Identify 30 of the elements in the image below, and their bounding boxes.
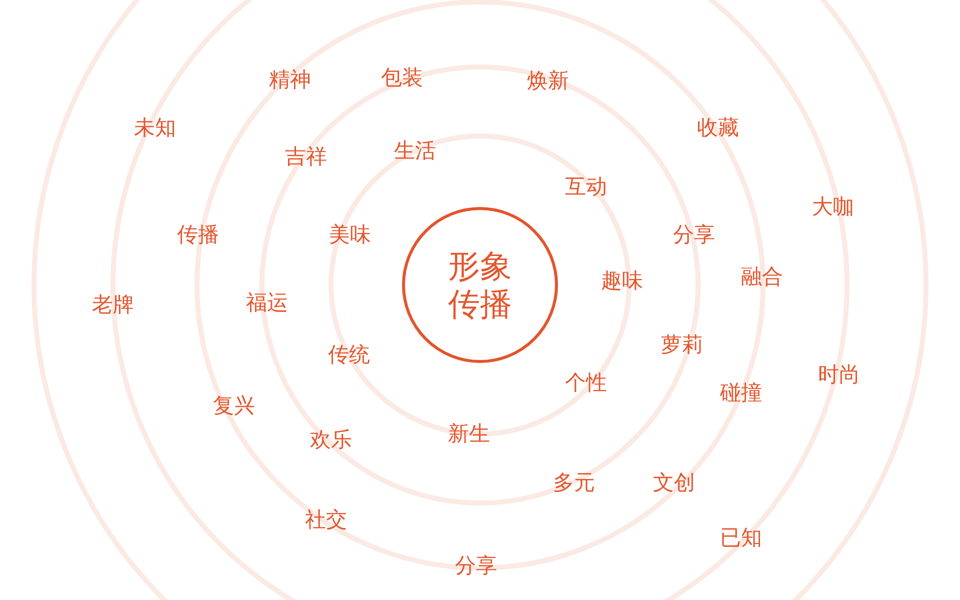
center-title: 形象传播 bbox=[447, 247, 513, 323]
keyword-label: 分享 bbox=[455, 554, 497, 578]
keyword-label: 互动 bbox=[565, 175, 607, 199]
keyword-label: 新生 bbox=[448, 422, 490, 446]
keyword-label: 社交 bbox=[305, 508, 347, 532]
keyword-label: 传播 bbox=[177, 223, 219, 247]
keyword-label: 精神 bbox=[269, 68, 311, 92]
keyword-label: 已知 bbox=[720, 526, 762, 550]
keyword-label: 老牌 bbox=[92, 293, 134, 317]
keyword-label: 福运 bbox=[246, 291, 288, 315]
keyword-label: 复兴 bbox=[213, 394, 255, 418]
keyword-label: 融合 bbox=[741, 265, 783, 289]
keyword-label: 碰撞 bbox=[720, 381, 762, 405]
keyword-label: 美味 bbox=[329, 223, 371, 247]
keyword-label: 萝莉 bbox=[661, 333, 703, 357]
keyword-label: 吉祥 bbox=[285, 145, 327, 169]
keyword-label: 文创 bbox=[653, 471, 695, 495]
keyword-label: 收藏 bbox=[697, 116, 739, 140]
keyword-label: 未知 bbox=[134, 116, 176, 140]
keyword-label: 传统 bbox=[328, 343, 370, 367]
keyword-label: 个性 bbox=[565, 371, 607, 395]
keyword-label: 包装 bbox=[381, 66, 423, 90]
keyword-label: 欢乐 bbox=[310, 428, 352, 452]
keyword-label: 分享 bbox=[673, 223, 715, 247]
keyword-label: 大咖 bbox=[812, 195, 854, 219]
keyword-label: 时尚 bbox=[818, 363, 860, 387]
keyword-label: 多元 bbox=[553, 471, 595, 495]
keyword-label: 生活 bbox=[394, 139, 436, 163]
keyword-label: 焕新 bbox=[527, 69, 569, 93]
keyword-label: 趣味 bbox=[601, 269, 643, 293]
